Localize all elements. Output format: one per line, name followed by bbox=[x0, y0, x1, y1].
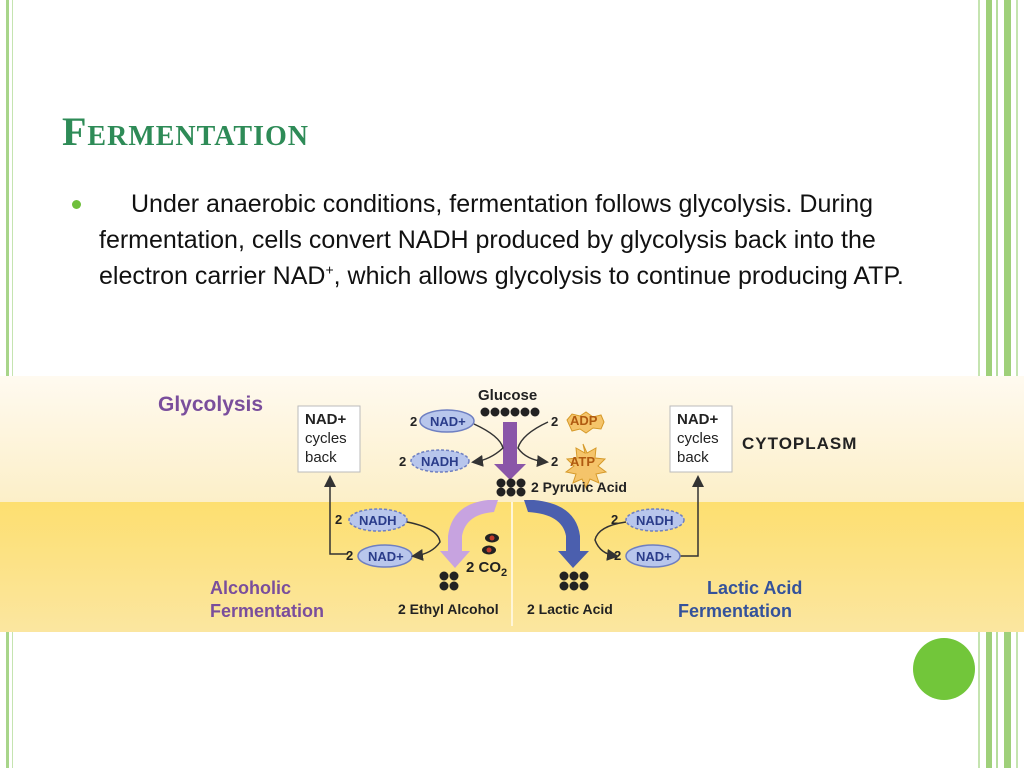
lac-nadh-count: 2 bbox=[611, 512, 618, 527]
alc-nad-label: NAD+ bbox=[368, 549, 404, 564]
slide-title: Fermentation bbox=[62, 109, 309, 154]
cycle-box-left-line3: back bbox=[305, 449, 337, 466]
lactic-fermentation-line2: Fermentation bbox=[678, 601, 792, 621]
alc-curve bbox=[406, 521, 441, 561]
alc-nadh-count: 2 bbox=[335, 512, 342, 527]
co2-label: 2 CO2 bbox=[466, 559, 507, 579]
bullet-text-part1: Under anaerobic conditions, fermentation… bbox=[99, 190, 876, 290]
glyco-nad-count: 2 bbox=[410, 414, 417, 429]
cycle-box-left bbox=[297, 405, 361, 473]
glyco-nadh-label: NADH bbox=[421, 454, 459, 469]
lac-curve bbox=[594, 521, 627, 561]
co2-label-text: 2 CO bbox=[466, 559, 501, 576]
lactic-arrow bbox=[524, 500, 589, 568]
pyruvic-label: 2 Pyruvic Acid bbox=[531, 479, 627, 495]
co2-subscript: 2 bbox=[501, 567, 507, 579]
cycle-box-right-line3: back bbox=[677, 449, 709, 466]
bullet-text: Under anaerobic conditions, fermentation… bbox=[99, 186, 969, 294]
alcoholic-label-line2: Fermentation bbox=[210, 601, 324, 621]
right-cycle-line bbox=[680, 475, 704, 557]
pyruvic-molecules bbox=[496, 478, 526, 497]
cytoplasm-label: CYTOPLASM bbox=[742, 434, 857, 453]
cycle-box-left-line2: cycles bbox=[305, 430, 347, 447]
glyco-adp-curve bbox=[517, 421, 549, 468]
adp-shape bbox=[566, 411, 605, 434]
atp-label: ATP bbox=[570, 454, 595, 469]
glyco-nadh-oval bbox=[410, 449, 470, 473]
cycle-box-right bbox=[669, 405, 733, 473]
adp-label: ADP bbox=[570, 413, 598, 428]
atp-starburst bbox=[564, 443, 608, 490]
cycle-box-right-line1: NAD+ bbox=[677, 411, 718, 428]
left-cycle-line bbox=[324, 475, 348, 555]
fermentation-diagram: Glycolysis CYTOPLASM NAD+ cycles back NA… bbox=[0, 376, 1024, 632]
lactic-fermentation-line1: Lactic Acid bbox=[707, 578, 802, 598]
decorative-green-circle bbox=[913, 638, 975, 700]
glyco-nad-label: NAD+ bbox=[430, 414, 466, 429]
glycolysis-label: Glycolysis bbox=[158, 393, 263, 416]
adp-count: 2 bbox=[551, 414, 558, 429]
alcoholic-label-line1: Alcoholic bbox=[210, 578, 291, 598]
co2-molecules bbox=[482, 533, 499, 555]
alc-nad-count: 2 bbox=[346, 548, 353, 563]
cycle-box-right-line2: cycles bbox=[677, 430, 719, 447]
lac-nadh-oval bbox=[625, 508, 685, 532]
bullet-marker bbox=[72, 200, 81, 209]
alcoholic-arrow bbox=[440, 500, 498, 568]
lac-nadh-label: NADH bbox=[636, 513, 674, 528]
glucose-label: Glucose bbox=[478, 387, 537, 404]
glyco-nadh-count: 2 bbox=[399, 454, 406, 469]
ethyl-label: 2 Ethyl Alcohol bbox=[398, 601, 499, 617]
alc-nadh-label: NADH bbox=[359, 513, 397, 528]
alc-nadh-oval bbox=[348, 508, 408, 532]
lactic-label: 2 Lactic Acid bbox=[527, 601, 613, 617]
atp-count: 2 bbox=[551, 454, 558, 469]
glyco-nad-curve bbox=[471, 423, 504, 467]
ethyl-molecules bbox=[439, 571, 459, 591]
lac-nad-label: NAD+ bbox=[636, 549, 672, 564]
lac-nad-oval bbox=[625, 544, 681, 568]
glyco-nad-oval bbox=[419, 409, 475, 433]
glucose-molecule bbox=[480, 407, 540, 417]
bullet-superscript: + bbox=[325, 261, 334, 278]
bullet-text-part2: , which allows glycolysis to continue pr… bbox=[333, 262, 904, 290]
glycolysis-arrow bbox=[494, 422, 526, 480]
lactic-molecules bbox=[559, 571, 589, 591]
cycle-box-left-line1: NAD+ bbox=[305, 411, 346, 428]
